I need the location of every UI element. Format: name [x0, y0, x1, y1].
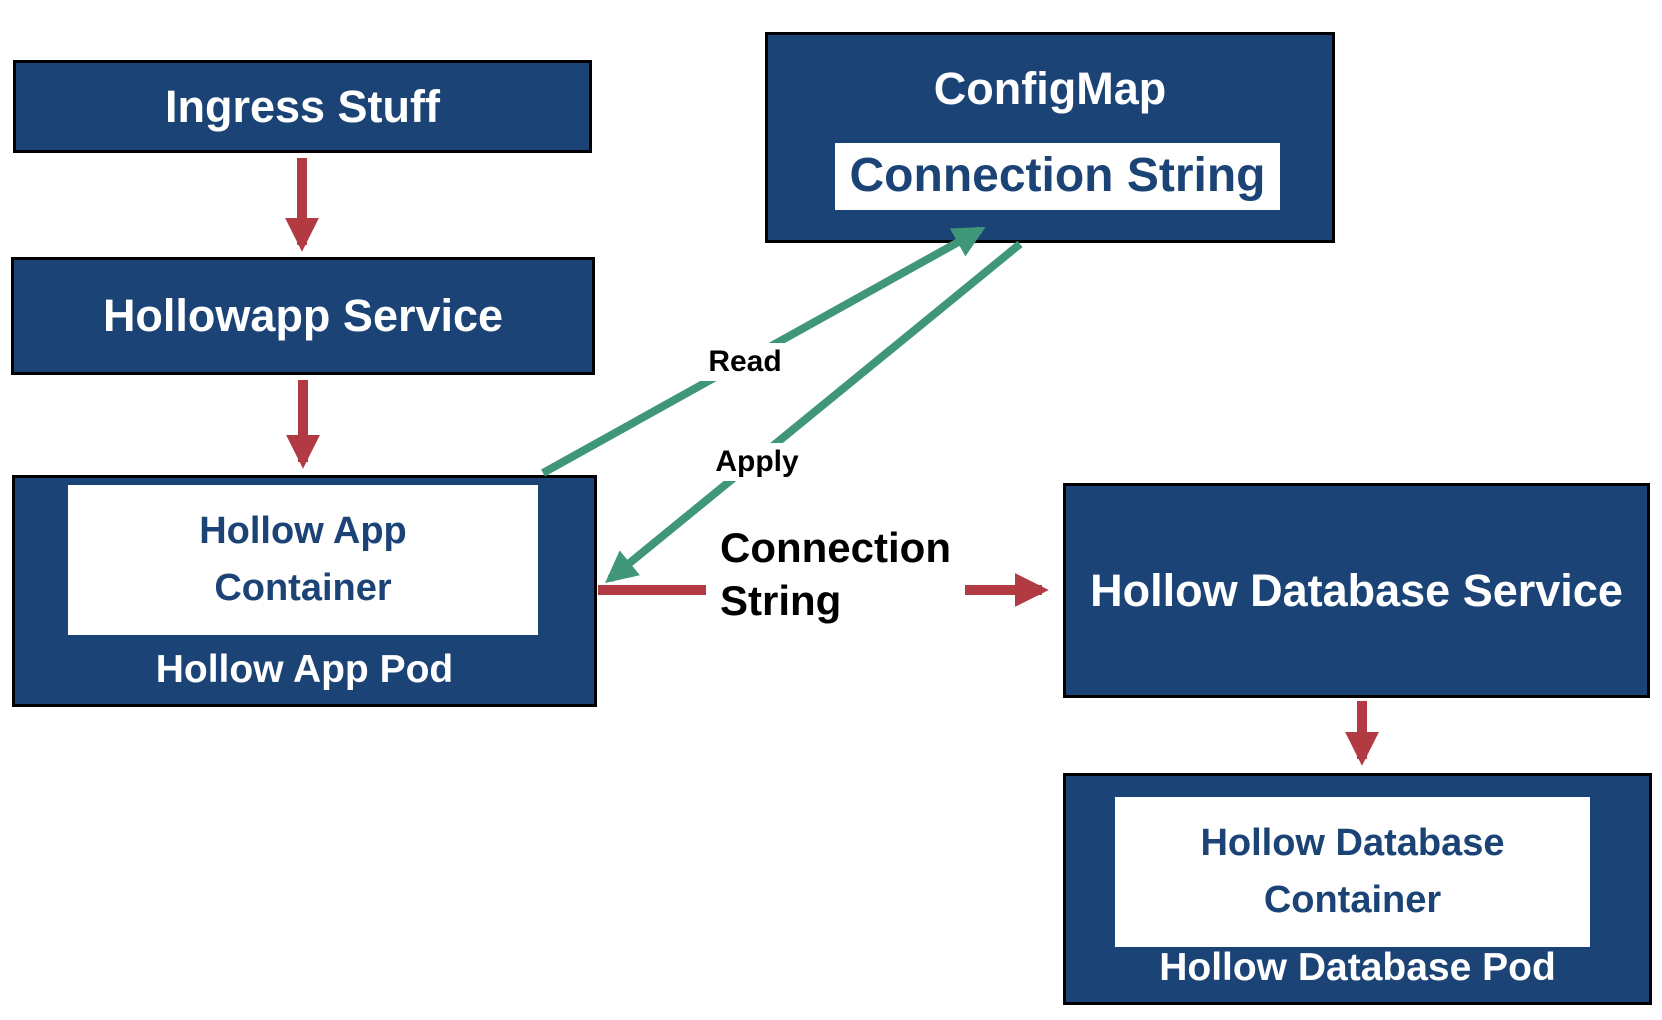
node-hollow-database-container: Hollow Database Container [1115, 797, 1590, 947]
hollow-app-container-label-line2: Container [214, 567, 392, 609]
hollow-app-pod-label: Hollow App Pod [155, 648, 454, 691]
edge-label-read: Read [700, 343, 790, 381]
configmap-connection-string-label: Connection String [849, 149, 1266, 203]
node-ingress-stuff: Ingress Stuff [13, 60, 592, 153]
hollow-database-pod-label: Hollow Database Pod [1159, 946, 1556, 989]
node-ingress-stuff-label: Ingress Stuff [164, 80, 441, 132]
edge-label-connection-string: Connection String [706, 514, 965, 636]
node-hollowapp-service: Hollowapp Service [11, 257, 595, 375]
node-hollow-database-service: Hollow Database Service [1063, 483, 1650, 698]
configmap-connection-string-item: Connection String [835, 143, 1280, 210]
node-hollow-database-pod: Hollow Database Container Hollow Databas… [1063, 773, 1652, 1005]
hollow-database-container-label-line1: Hollow Database [1200, 822, 1505, 864]
node-hollowapp-service-label: Hollowapp Service [102, 290, 504, 341]
node-hollow-app-pod: Hollow App Container Hollow App Pod [12, 475, 597, 707]
edge-label-connection-string-line2: String [720, 576, 842, 624]
hollow-app-container-label-line1: Hollow App [199, 510, 407, 552]
edge-label-apply: Apply [707, 443, 807, 481]
hollow-database-container-label-line2: Container [1263, 879, 1442, 921]
node-hollow-app-container: Hollow App Container [68, 485, 538, 635]
node-hollow-database-service-label: Hollow Database Service [1090, 564, 1623, 616]
node-configmap: ConfigMap Connection String [765, 32, 1335, 243]
edge-label-connection-string-line1: Connection [720, 524, 951, 571]
configmap-label: ConfigMap [933, 63, 1167, 114]
